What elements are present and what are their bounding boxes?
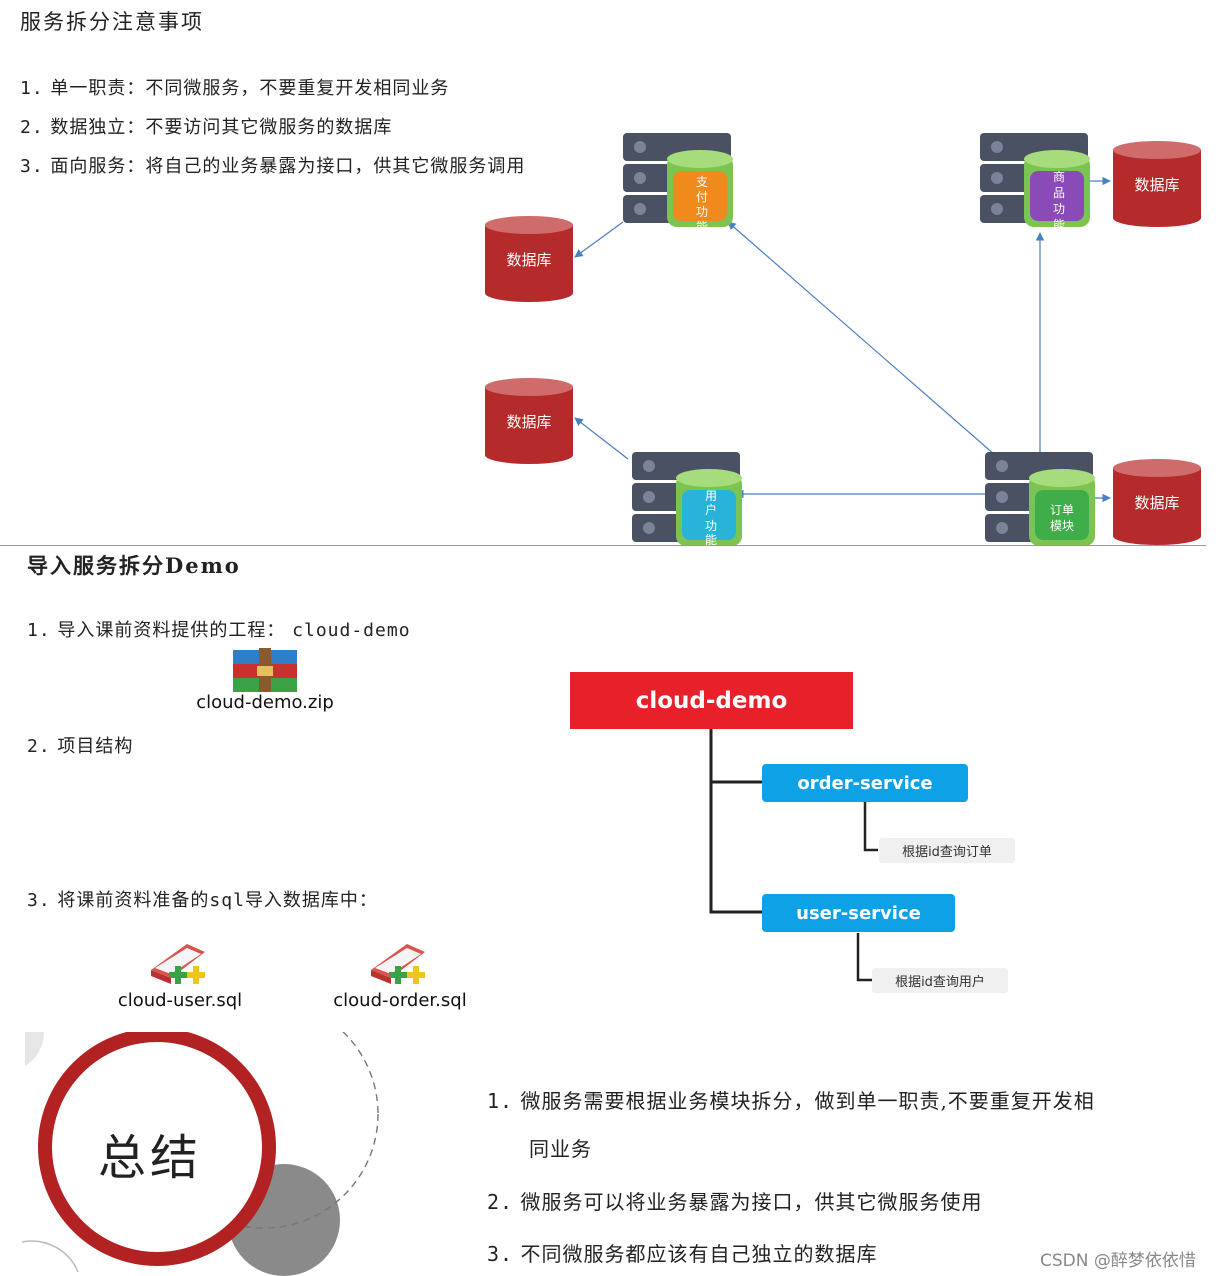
product-label-char: 功 bbox=[1053, 202, 1065, 216]
item-text: 项目结构 bbox=[57, 736, 134, 757]
summary-item-3: 3. 不同微服务都应该有自己独立的数据库 bbox=[487, 1238, 877, 1267]
summary-item-1-cont: 同业务 bbox=[529, 1137, 592, 1161]
section2-title: 导入服务拆分Demo bbox=[27, 553, 241, 578]
user-label-char: 户 bbox=[705, 502, 717, 517]
item-code: cloud-demo bbox=[292, 620, 411, 641]
item-text: 不同微服务都应该有自己独立的数据库 bbox=[520, 1242, 878, 1266]
item-code: sql bbox=[209, 890, 245, 911]
tree-line-order-note bbox=[863, 802, 878, 852]
payment-server-icon: 支 付 功 能 bbox=[623, 133, 733, 234]
database-label: 数据库 bbox=[1134, 176, 1179, 194]
database-label: 数据库 bbox=[1134, 494, 1179, 512]
item-number: 3. bbox=[27, 890, 51, 911]
tree-connectors bbox=[709, 728, 878, 982]
section1-item-1: 1. 单一职责：不同微服务，不要重复开发相同业务 bbox=[20, 74, 449, 100]
arrow-order-payment bbox=[727, 221, 996, 456]
section2-item-2: 2. 项目结构 bbox=[27, 732, 133, 758]
database-icon: 数据库 bbox=[1113, 141, 1201, 227]
item-number: 3. bbox=[20, 156, 44, 177]
csdn-watermark: CSDN @醉梦依依惜 bbox=[1040, 1251, 1196, 1271]
section1-item-3: 3. 面向服务：将自己的业务暴露为接口，供其它微服务调用 bbox=[20, 152, 525, 178]
database-icon: 数据库 bbox=[1113, 459, 1201, 545]
product-label-char: 品 bbox=[1053, 186, 1065, 200]
arrow-user-db bbox=[574, 417, 629, 460]
summary-item-1: 1. 微服务需要根据业务模块拆分，做到单一职责,不要重复开发相 bbox=[487, 1085, 1207, 1114]
item-text: 将课前资料准备的 bbox=[57, 890, 210, 911]
tree-line-user-note bbox=[856, 933, 872, 982]
sql-file-user[interactable]: cloud-user.sql bbox=[90, 940, 270, 1011]
database-label: 数据库 bbox=[506, 413, 551, 431]
item-text: 导入数据库中： bbox=[244, 890, 378, 911]
tree-node-user-service[interactable]: user-service bbox=[762, 894, 955, 932]
item-number: 3. bbox=[487, 1242, 514, 1266]
decor-arc bbox=[22, 1240, 79, 1273]
database-icon: 数据库 bbox=[485, 378, 573, 464]
payment-label-char: 能 bbox=[696, 220, 708, 234]
item-number: 1. bbox=[27, 620, 51, 641]
item-text: 微服务可以将业务暴露为接口，供其它微服务使用 bbox=[520, 1190, 983, 1214]
section1-item-2: 2. 数据独立：不要访问其它微服务的数据库 bbox=[20, 113, 392, 139]
sql-file-label: cloud-order.sql bbox=[333, 990, 467, 1011]
item-text: 面向服务：将自己的业务暴露为接口，供其它微服务调用 bbox=[50, 156, 526, 177]
arrow-payment-db bbox=[574, 221, 624, 258]
section2-item-1: 1. 导入课前资料提供的工程： cloud-demo bbox=[27, 616, 411, 642]
tree-note-order: 根据id查询订单 bbox=[879, 838, 1015, 863]
item-text: 单一职责：不同微服务，不要重复开发相同业务 bbox=[50, 78, 450, 99]
section-divider bbox=[0, 545, 1206, 546]
section2-item-3: 3. 将课前资料准备的sql导入数据库中： bbox=[27, 886, 378, 912]
user-label-char: 能 bbox=[705, 533, 717, 545]
item-number: 2. bbox=[27, 736, 51, 757]
tree-line-root bbox=[709, 728, 762, 914]
sql-file-icon bbox=[151, 944, 205, 984]
section1-title: 服务拆分注意事项 bbox=[20, 10, 204, 34]
summary-title: 总结 bbox=[98, 1130, 203, 1186]
item-number: 2. bbox=[20, 117, 44, 138]
sql-file-icon bbox=[371, 944, 425, 984]
user-label-char: 功 bbox=[705, 519, 717, 533]
order-server-icon: 订单 模块 bbox=[985, 452, 1095, 545]
order-label-line: 订单 bbox=[1050, 503, 1074, 517]
decor-dashed-circle bbox=[149, 1032, 379, 1229]
summary-graphic bbox=[22, 1032, 379, 1276]
order-label-line: 模块 bbox=[1050, 519, 1074, 533]
tree-node-order-service[interactable]: order-service bbox=[762, 764, 968, 802]
payment-label-char: 支 bbox=[696, 175, 708, 189]
service-split-diagram: 数据库 数据库 数据库 数据库 支 付 功 能 bbox=[485, 133, 1201, 545]
summary-item-2: 2. 微服务可以将业务暴露为接口，供其它微服务使用 bbox=[487, 1186, 982, 1215]
payment-label-char: 付 bbox=[696, 190, 708, 204]
tree-root-cloud-demo[interactable]: cloud-demo bbox=[570, 672, 853, 729]
item-number: 1. bbox=[20, 78, 44, 99]
item-text: 导入课前资料提供的工程： bbox=[57, 620, 286, 641]
product-label-char: 能 bbox=[1053, 218, 1065, 232]
zip-file-label: cloud-demo.zip bbox=[196, 692, 334, 713]
item-text: 微服务需要根据业务模块拆分，做到单一职责,不要重复开发相 bbox=[520, 1089, 1095, 1113]
item-number: 1. bbox=[487, 1089, 514, 1113]
product-label-char: 商 bbox=[1053, 169, 1065, 184]
payment-label-char: 功 bbox=[696, 205, 708, 219]
decor-shape bbox=[25, 1032, 44, 1066]
item-text: 数据独立：不要访问其它微服务的数据库 bbox=[50, 117, 393, 138]
product-server-icon: 商 品 功 能 bbox=[980, 133, 1090, 232]
user-server-icon: 用 户 功 能 bbox=[632, 452, 742, 545]
zip-file[interactable]: cloud-demo.zip bbox=[170, 648, 360, 713]
winrar-archive-icon bbox=[233, 648, 297, 692]
item-number: 2. bbox=[487, 1190, 514, 1214]
summary-circle bbox=[38, 1032, 276, 1266]
sql-file-label: cloud-user.sql bbox=[117, 990, 243, 1011]
database-icon: 数据库 bbox=[485, 216, 573, 302]
user-label-char: 用 bbox=[705, 489, 717, 503]
sql-file-order[interactable]: cloud-order.sql bbox=[310, 940, 490, 1011]
tree-note-user: 根据id查询用户 bbox=[872, 968, 1008, 993]
database-label: 数据库 bbox=[506, 251, 551, 269]
